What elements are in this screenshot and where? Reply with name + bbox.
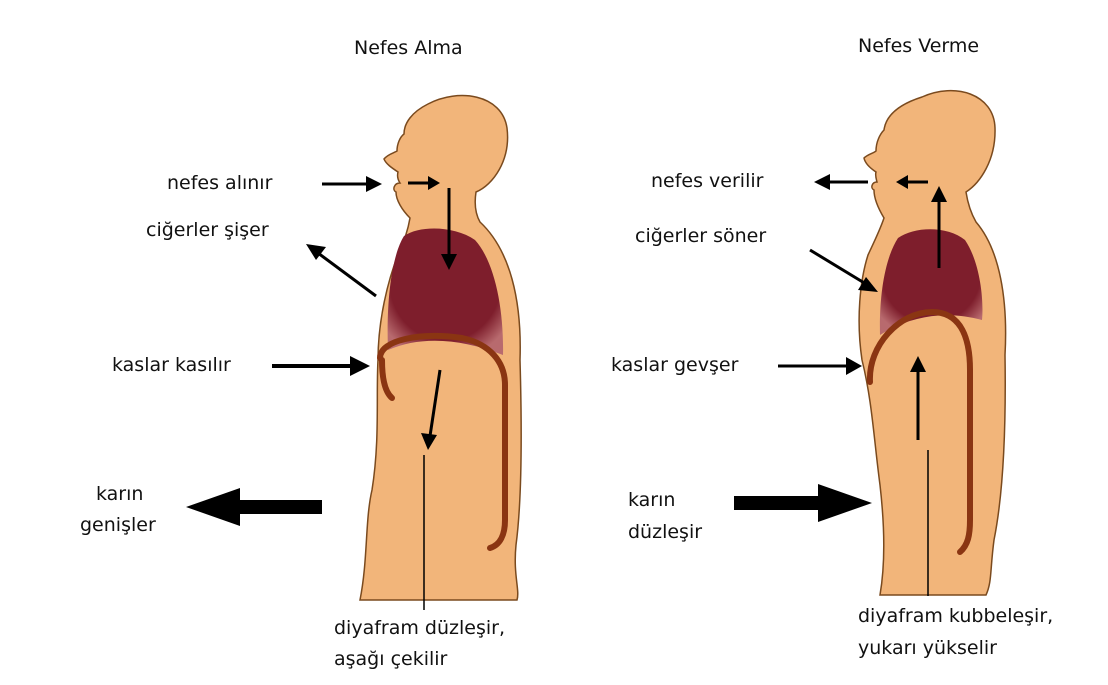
inhale-muscle-arrow-head (350, 356, 370, 376)
inhale-belly-arrow-shaft (230, 500, 322, 514)
inhale-air-label: nefes alınır (167, 169, 272, 198)
exhale-muscles-label: kaslar gevşer (611, 351, 738, 380)
inhale-figure (360, 96, 521, 600)
inhale-lung-arrow (318, 253, 376, 296)
inhale-muscles-label: kaslar kasılır (112, 351, 231, 380)
exhale-lung-arrow (810, 250, 866, 284)
inhale-belly-label-1: karın (96, 480, 143, 509)
inhale-diaphragm-label-2: aşağı çekilir (334, 645, 447, 674)
exhale-title: Nefes Verme (858, 32, 979, 61)
inhale-lungs-label: ciğerler şişer (146, 216, 269, 245)
exhale-muscle-arrow-head (846, 357, 862, 375)
inhale-belly-label-2: genişler (80, 511, 156, 540)
exhale-belly-label-2: düzleşir (628, 518, 702, 547)
exhale-air-arrow-head (814, 174, 830, 190)
exhale-belly-arrow-head (818, 484, 872, 522)
exhale-diaphragm-label-1: diyafram kubbeleşir, (858, 602, 1053, 631)
exhale-figure (859, 91, 1005, 595)
exhale-belly-label-1: karın (628, 486, 675, 515)
exhale-lungs-label: ciğerler söner (635, 222, 766, 251)
inhale-diaphragm-label-1: diyafram düzleşir, (334, 614, 505, 643)
exhale-diaphragm-label-2: yukarı yükselir (858, 634, 997, 663)
inhale-title: Nefes Alma (354, 34, 463, 63)
inhale-air-arrow-head (366, 176, 382, 192)
exhale-belly-arrow-shaft (734, 496, 822, 510)
exhale-air-label: nefes verilir (651, 167, 763, 196)
inhale-belly-arrow-head (186, 488, 240, 526)
